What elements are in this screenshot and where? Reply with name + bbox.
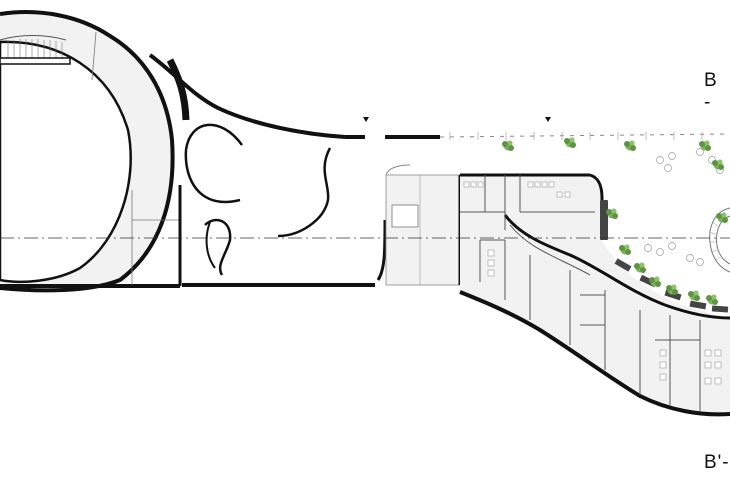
curved-partition-2 [204, 218, 232, 276]
section-arrow-icon [363, 117, 369, 122]
curved-partition-3 [277, 147, 332, 238]
section-arrow-icon [545, 117, 551, 122]
section-cut-label-bottom: B'- [704, 452, 730, 473]
lobby-funnel [148, 53, 387, 287]
terrace [449, 132, 730, 305]
front-facade [345, 133, 730, 139]
chair-icon [463, 181, 722, 385]
center-block [385, 164, 462, 286]
curved-partition-1 [184, 123, 244, 204]
rotunda-inner-circle [0, 40, 132, 284]
chair-icon [644, 148, 724, 266]
stair-arc [0, 35, 67, 41]
office-wing [459, 173, 730, 417]
rotunda [0, 10, 182, 293]
section-cut-label-top: B - [704, 70, 718, 113]
